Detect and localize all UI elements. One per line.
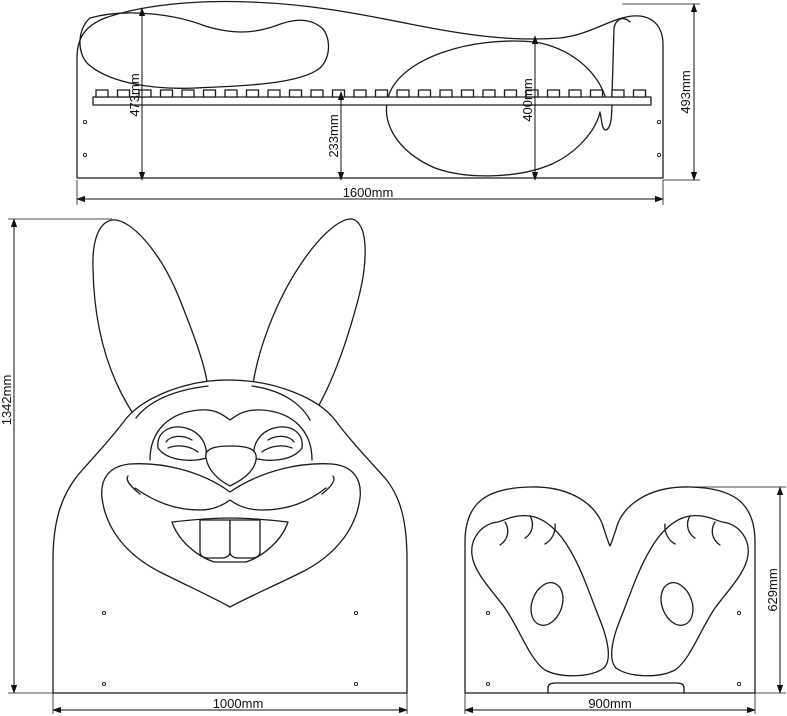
rail-slat (568, 89, 582, 98)
dimension-label-side-tail-height: 400mm (520, 78, 535, 121)
footboard-outline (464, 486, 756, 694)
side-panel-view: 473mm 233mm 400mm 493mm 1600mm (76, 0, 700, 205)
rail-slat (224, 89, 238, 98)
rail-slat (396, 89, 410, 98)
headboard-face-inner (149, 409, 313, 461)
footboard-right-foot (610, 514, 749, 677)
headboard-right-cheek-mark (321, 475, 335, 495)
footboard-left-foot (471, 514, 610, 677)
headboard-ear-base-right (251, 385, 311, 421)
rail-slat (439, 89, 453, 98)
headboard-ear-base-left (135, 385, 209, 419)
footboard-view: 629mm 900mm (464, 486, 786, 714)
rail-slat (417, 89, 432, 98)
headboard-view: 1342mm 1000mm (0, 218, 408, 714)
side-rabbit-tail-shape (385, 17, 631, 177)
headboard-nose (205, 445, 257, 487)
dimension-label-footboard-height: 629mm (765, 568, 780, 611)
rail-slat (353, 89, 367, 98)
headboard-teeth (199, 519, 261, 559)
rail-slat (482, 89, 496, 98)
side-panel-outline (76, 0, 664, 179)
headboard-left-cheek-mark (126, 475, 141, 495)
headboard-lower-lip (171, 517, 289, 563)
dimension-label-side-height: 493mm (678, 70, 693, 113)
dimension-label-side-rail-height: 233mm (326, 114, 341, 157)
footboard-cutout (547, 682, 685, 694)
rail-slat (503, 89, 518, 98)
rail-slat (310, 89, 324, 98)
rail-slat (331, 89, 346, 98)
rail-slat (95, 89, 109, 98)
dimension-label-headboard-height: 1342mm (0, 375, 14, 426)
rail-slat (288, 89, 303, 98)
side-panel-screws (82, 119, 662, 158)
headboard-mouth (134, 487, 327, 511)
rail-slat (460, 89, 475, 98)
rail-slat (181, 89, 195, 98)
side-bed-rail (92, 96, 652, 106)
rail-slat (159, 89, 174, 98)
rail-slat (546, 89, 561, 98)
footboard-screws (485, 610, 742, 687)
headboard-muzzle (101, 463, 361, 608)
rail-slat (374, 89, 389, 98)
headboard-right-ear (251, 218, 366, 421)
side-rabbit-head-shape (79, 12, 330, 89)
rail-slat (611, 89, 625, 98)
rail-slat (267, 89, 281, 98)
dimension-label-side-length: 1600mm (343, 185, 394, 200)
rail-slat (589, 89, 604, 98)
rail-slat (202, 89, 217, 98)
dimension-label-footboard-width: 900mm (588, 696, 631, 711)
dimension-label-headboard-width: 1000mm (213, 696, 264, 711)
rail-slat (632, 89, 647, 98)
headboard-left-ear (92, 219, 209, 419)
dimension-label-side-head-height: 473mm (127, 73, 142, 116)
rail-slat (245, 89, 260, 98)
headboard-left-eye (157, 426, 207, 461)
headboard-screws (101, 610, 359, 687)
headboard-right-eye (253, 426, 303, 461)
rail-slat (116, 89, 131, 98)
